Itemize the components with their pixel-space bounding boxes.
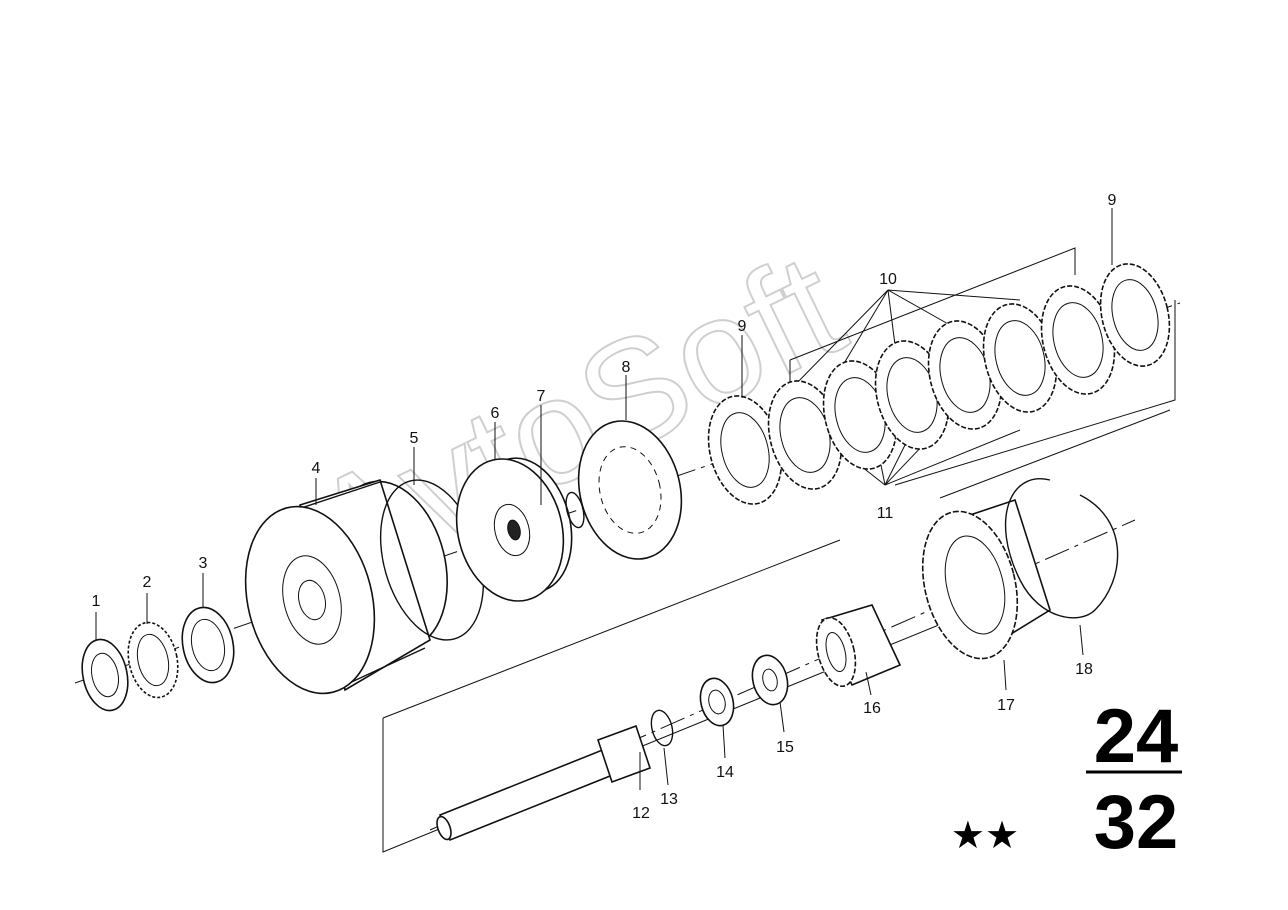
- label-part-3: 3: [199, 555, 208, 572]
- label-part-18: 18: [1075, 661, 1093, 678]
- lower-frame-top-right: [939, 409, 1171, 499]
- label-part-1: 1: [92, 593, 101, 610]
- part-17-clutch-hub: [921, 498, 1051, 660]
- clutch-disc-9b: [1099, 263, 1171, 367]
- part-14-nut: [699, 677, 735, 727]
- label-part-2: 2: [143, 574, 152, 591]
- label-part-8: 8: [622, 359, 631, 376]
- group-number-top: 24: [1094, 694, 1179, 779]
- label-part-12: 12: [632, 805, 650, 822]
- leader-lines: [95, 208, 1113, 790]
- lower-frame-left: [382, 599, 1001, 853]
- label-part-9a: 9: [738, 318, 747, 335]
- pack-bracket-top: [789, 247, 1076, 361]
- label-part-4: 4: [312, 460, 321, 477]
- label-part-13: 13: [660, 791, 678, 808]
- part-16-splined-hub: [815, 604, 902, 688]
- label-part-6: 6: [491, 405, 500, 422]
- part-8-spring-plate: [577, 420, 683, 560]
- part-1-washer: [81, 638, 129, 712]
- leader-fan-10: [789, 289, 1021, 391]
- marking-stars: ★★: [951, 813, 1019, 857]
- pack-bracket-right: [894, 300, 1176, 486]
- label-part-17: 17: [997, 697, 1015, 714]
- label-part-5: 5: [410, 430, 419, 447]
- label-part-14: 14: [716, 764, 734, 781]
- part-6-piston: [455, 457, 573, 602]
- label-part-7: 7: [537, 388, 546, 405]
- part-4-clutch-drum: [244, 478, 448, 695]
- label-part-16: 16: [863, 700, 881, 717]
- lower-frame-top: [382, 539, 841, 719]
- part-3-thrust-washer: [181, 606, 235, 684]
- group-number-bottom: 32: [1094, 780, 1179, 865]
- part-18-snap-ring: [1004, 478, 1119, 619]
- part-12-input-shaft: [436, 724, 652, 842]
- clutch-disc-11c: [1040, 285, 1116, 395]
- part-15-lock-washer: [751, 654, 789, 706]
- label-part-9b: 9: [1108, 192, 1117, 209]
- label-part-10: 10: [879, 271, 897, 288]
- part-labels: 1 2 3 4 5 6 7 8 9 10 9 11 12 13 14 15 16…: [92, 192, 1117, 822]
- part-2-needle-bearing: [127, 621, 179, 699]
- label-part-15: 15: [776, 739, 794, 756]
- label-part-11: 11: [877, 505, 894, 522]
- part-13-circlip: [650, 709, 674, 747]
